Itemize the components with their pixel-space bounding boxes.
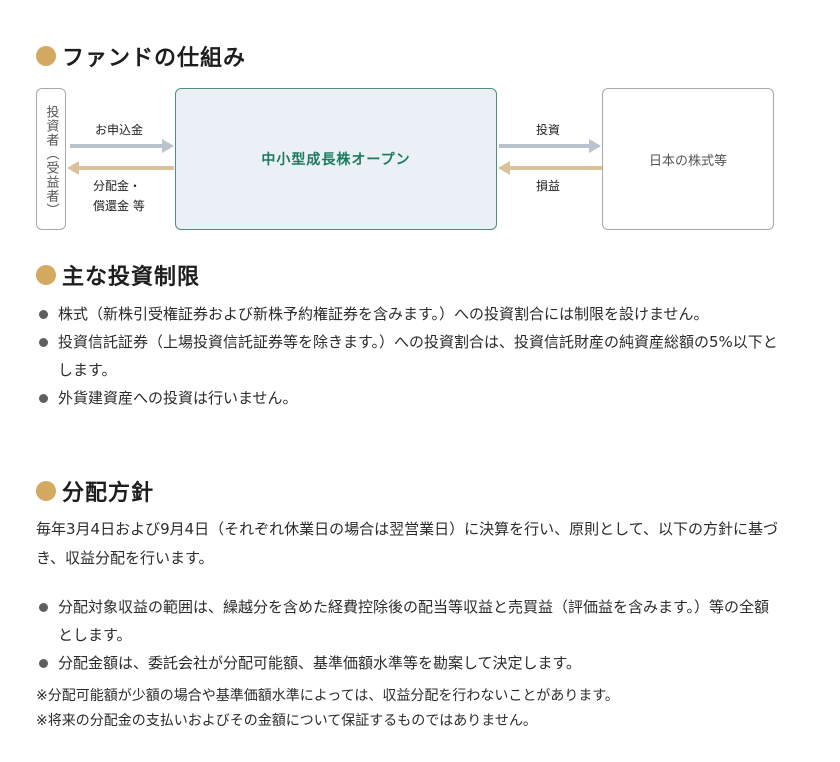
market-box: 日本の株式等 xyxy=(602,88,774,230)
investor-label: 投資者（受益者） xyxy=(43,105,59,217)
arrow-distribution-icon xyxy=(67,161,174,175)
bullet-dot xyxy=(39,310,48,319)
investment-limits-list: 株式（新株引受権証券および新株予約権証券を含みます。）への投資割合には制限を設け… xyxy=(36,300,781,412)
distribution-policy-list: 分配対象収益の範囲は、繰越分を含めた経費控除後の配当等収益と売買益（評価益を含み… xyxy=(36,593,781,677)
market-label: 日本の株式等 xyxy=(648,153,727,169)
note-2: ※将来の分配金の支払いおよびその金額について保証するものではありません。 xyxy=(36,713,537,729)
list-item: 株式（新株引受権証券および新株予約権証券を含みます。）への投資割合には制限を設け… xyxy=(36,300,781,328)
fund-name: 中小型成長株オープン xyxy=(261,152,411,168)
bullet-dot xyxy=(39,603,48,612)
label-distribution-line1: 分配金・ xyxy=(93,179,142,193)
label-profit-loss: 損益 xyxy=(536,179,561,193)
bullet-dot xyxy=(39,659,48,668)
bullet-dot xyxy=(39,338,48,347)
list-item: 投資信託証券（上場投資信託証券等を除きます。）への投資割合は、投資信託財産の純資… xyxy=(36,328,781,384)
bullet-dot xyxy=(39,394,48,403)
flow-arrows-right xyxy=(498,139,602,175)
label-subscription: お申込金 xyxy=(95,123,144,137)
heading-bullet-dot xyxy=(36,46,56,66)
section-heading-investment-limits: 主な投資制限 xyxy=(36,259,200,291)
label-investment: 投資 xyxy=(536,123,561,137)
heading-bullet-dot xyxy=(36,265,56,285)
flow-arrows-left xyxy=(67,139,174,175)
list-item: 外貨建資産への投資は行いません。 xyxy=(36,384,781,412)
arrow-subscription-icon xyxy=(70,139,174,153)
fund-box: 中小型成長株オープン xyxy=(175,88,497,230)
note-1: ※分配可能額が少額の場合や基準価額水準によっては、収益分配を行わないことがありま… xyxy=(36,688,619,704)
section-title: ファンドの仕組み xyxy=(62,46,247,71)
list-item: 分配金額は、委託会社が分配可能額、基準価額水準等を勘案して決定します。 xyxy=(36,649,781,677)
arrow-investment-icon xyxy=(499,139,601,153)
heading-bullet-dot xyxy=(36,481,56,501)
label-distribution-line2: 償還金 等 xyxy=(93,199,145,213)
section-title: 主な投資制限 xyxy=(62,265,201,290)
arrow-profit-loss-icon xyxy=(498,161,602,175)
list-item: 分配対象収益の範囲は、繰越分を含めた経費控除後の配当等収益と売買益（評価益を含み… xyxy=(36,593,781,649)
investor-box: 投資者（受益者） xyxy=(36,88,66,230)
section-heading-fund-structure: ファンドの仕組み xyxy=(36,40,246,72)
distribution-intro: 毎年3月4日および9月4日（それぞれ休業日の場合は翌営業日）に決算を行い、原則と… xyxy=(36,520,778,567)
section-heading-distribution-policy: 分配方針 xyxy=(36,475,154,507)
section-title: 分配方針 xyxy=(62,481,155,506)
